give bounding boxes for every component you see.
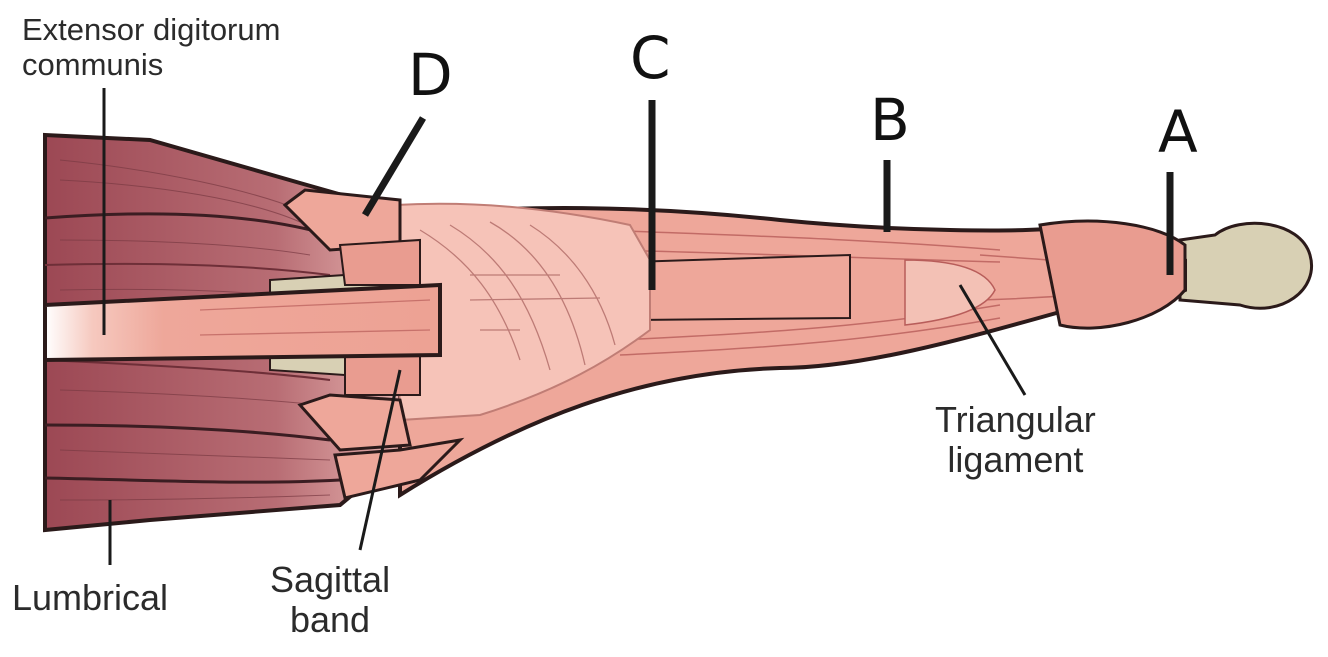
muscle-fascicle-line: [44, 359, 331, 381]
pointer-line-triangular: [958, 284, 1027, 396]
muscle-fascicle-line: [44, 212, 331, 237]
sagittal-label-line2: band: [289, 599, 371, 640]
muscle-fascicle-line: [44, 262, 331, 276]
label-triangular-ligament: Triangular ligament: [935, 400, 1096, 480]
extensor-label-line1: Extensor digitorum: [22, 12, 281, 47]
muscle-fascicle-line: [44, 423, 331, 442]
intrinsic-muscle-slips: [282, 188, 465, 500]
letter-c: C: [630, 24, 671, 92]
letter-a: A: [1158, 98, 1198, 166]
letter-b: B: [870, 86, 910, 154]
muscle-fascicle-line: [44, 476, 341, 484]
extensor-label-line2: communis: [22, 47, 164, 82]
triangular-label-line2: ligament: [947, 439, 1084, 480]
distal-phalanx-tip: [1178, 221, 1313, 310]
label-sagittal-band: Sagittal band: [270, 560, 390, 640]
triangular-label-line1: Triangular: [935, 399, 1096, 440]
sagittal-label-line1: Sagittal: [270, 559, 391, 600]
letter-d: D: [408, 41, 453, 109]
leader-lines: [102, 88, 1174, 565]
central-slip: [629, 253, 851, 322]
pointer-line-sagittal: [358, 369, 402, 551]
label-lumbrical: Lumbrical: [12, 577, 169, 618]
label-extensor-digitorum: Extensor digitorum communis: [22, 12, 280, 82]
pointer-line-d: [361, 116, 427, 217]
distal-tendon-mass: [1038, 219, 1187, 330]
